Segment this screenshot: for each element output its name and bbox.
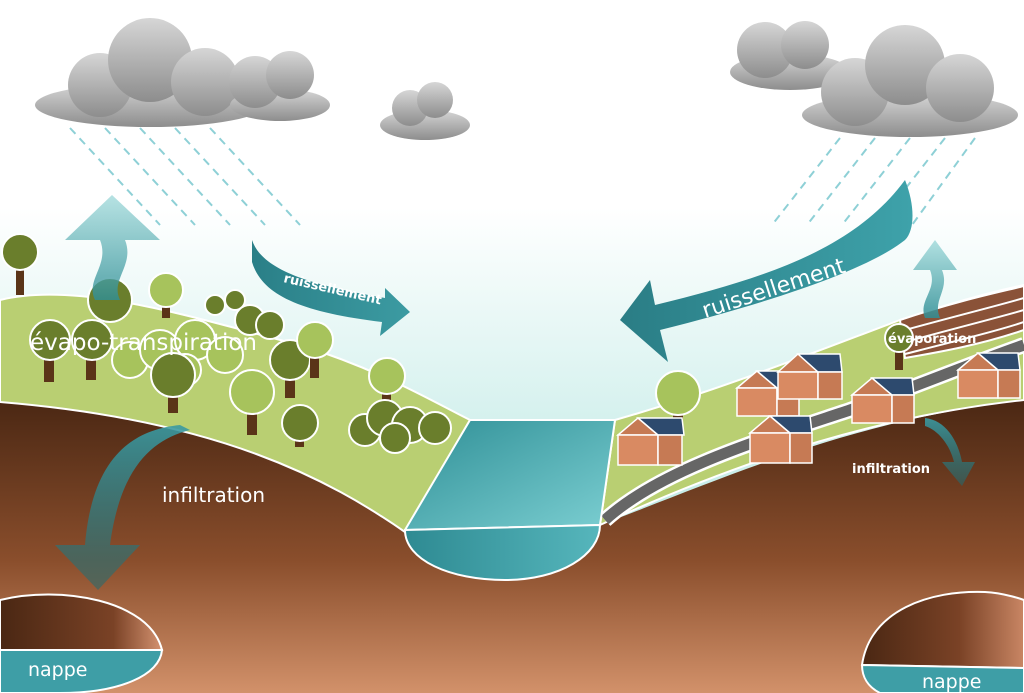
trees-left — [1, 233, 452, 454]
tree-evaporation — [884, 323, 914, 370]
tree-right — [655, 370, 701, 430]
infiltration-left-arrow-icon — [55, 425, 190, 590]
cloud-left-small — [229, 51, 330, 121]
nappe-left-label: nappe — [28, 659, 88, 681]
evapotranspiration-arrow-icon — [65, 195, 160, 300]
nappe-right-pocket — [860, 590, 1024, 693]
cloud-right-back — [730, 21, 850, 90]
infiltration-left-label: infiltration — [162, 483, 265, 507]
infiltration-right-arrow-icon — [925, 418, 975, 486]
field-lines — [904, 297, 1024, 355]
cloud-left — [35, 18, 265, 127]
nappe-left-pocket — [0, 593, 164, 693]
ruissellement-right-arrow-icon — [620, 180, 913, 362]
infiltration-right-label: infiltration — [852, 462, 930, 477]
evaporation-arrow-icon — [913, 240, 957, 318]
field — [898, 284, 1024, 360]
evaporation-label: évaporation — [888, 332, 976, 347]
ruissellement-left-arrow-icon — [252, 240, 410, 336]
cloud-middle — [380, 82, 470, 140]
lake-basin — [403, 523, 602, 582]
cloud-right — [802, 25, 1018, 137]
rain-right — [771, 137, 976, 226]
houses — [615, 352, 1021, 466]
evapotranspiration-label: évapo-transpiration — [30, 330, 257, 356]
nappe-right-label: nappe — [922, 671, 982, 693]
